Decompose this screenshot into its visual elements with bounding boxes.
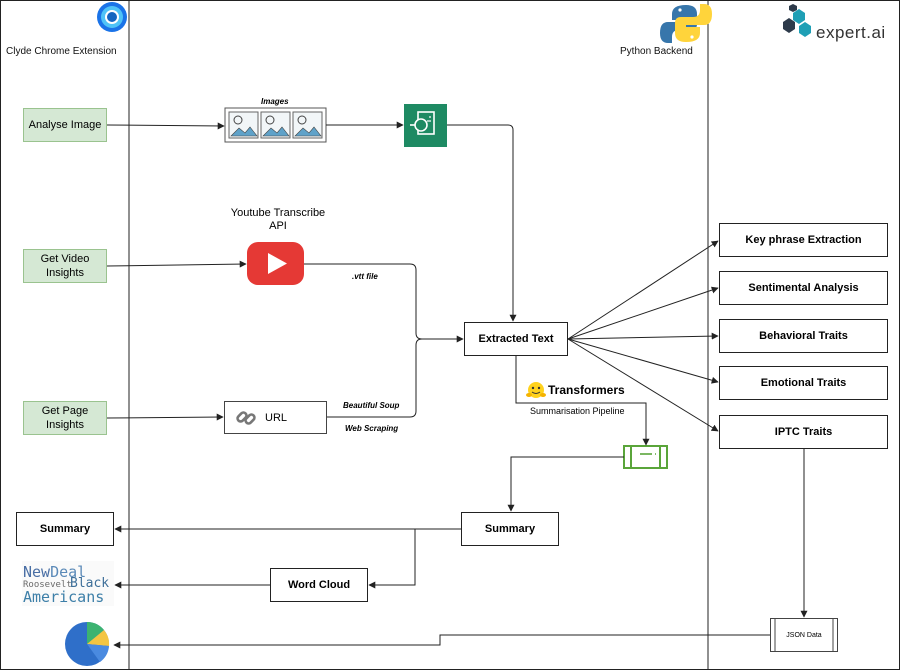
trait-key-phrase-label: Key phrase Extraction [745,234,862,246]
trait-iptc: IPTC Traits [719,415,888,449]
link-icon [236,410,256,425]
word-cloud-label: Word Cloud [287,579,351,591]
extracted-text-label: Extracted Text [478,333,554,345]
summary-extension-node: Summary [16,512,114,546]
chrome-icon [97,2,127,32]
json-data-label: JSON Data [786,631,822,639]
word-cloud-word-deal: Deal [50,563,87,581]
arrow-to-emotional [567,338,719,384]
get-video-insights-button[interactable]: Get Video Insights [23,249,107,283]
word-cloud-word-roosevelt: Roosevelt [23,580,72,590]
beautiful-soup-label: Beautiful Soup [343,401,400,410]
web-scraping-label: Web Scraping [345,424,399,433]
word-cloud-word-new: New [23,563,51,581]
trait-sentimental: Sentimental Analysis [719,271,888,305]
images-icon [224,107,327,143]
url-label: URL [265,411,288,424]
lane-title-python-backend: Python Backend [620,46,693,57]
url-node: URL [224,401,327,434]
analyse-image-label: Analyse Image [28,119,102,131]
word-cloud-node: Word Cloud [270,568,368,602]
analyse-image-button[interactable]: Analyse Image [23,108,107,142]
word-cloud-word-black: Black [70,576,110,591]
hugging-face-icon [526,382,546,398]
arrow-video-to-youtube [106,260,247,268]
trait-emotional: Emotional Traits [719,366,888,400]
arrow-to-iptc [567,338,719,432]
summary-backend-label: Summary [484,523,536,535]
lane-title-chrome-extension: Clyde Chrome Extension [6,46,117,57]
python-icon [660,4,712,43]
arrow-pipeline-to-summary [507,456,624,512]
arrow-to-key-phrase [567,240,719,340]
summary-backend-node: Summary [461,512,559,546]
get-page-insights-label: Get Page Insights [41,405,89,431]
arrow-summary-to-word-cloud [368,529,416,589]
summarisation-pipeline-label: Summarisation Pipeline [530,406,625,416]
trait-iptc-label: IPTC Traits [774,426,833,438]
json-data-node: JSON Data [770,618,838,652]
pie-chart-icon [65,622,110,666]
expert-ai-logo-icon [783,4,811,37]
arrow-to-sentimental [567,286,719,340]
word-cloud-image: NewDeal Roosevelt Black Americans [22,561,114,606]
vtt-file-label: .vtt file [352,272,378,281]
get-page-insights-button[interactable]: Get Page Insights [23,401,107,435]
word-cloud-word-americans: Americans [23,588,105,606]
trait-key-phrase: Key phrase Extraction [719,223,888,257]
extracted-text-node: Extracted Text [464,322,568,356]
trait-emotional-label: Emotional Traits [760,377,847,389]
arrow-analyse-to-images [106,122,225,130]
arrow-page-to-url [106,413,224,421]
summary-extension-label: Summary [39,523,91,535]
expert-ai-logo-text: expert.ai [816,23,886,42]
arrow-json-to-pie [113,634,770,649]
transformers-label: Transformers [548,383,625,397]
arrow-url-to-merge [327,338,423,418]
arrow-textract-to-extracted [447,124,517,322]
trait-behavioral: Behavioral Traits [719,319,888,353]
youtube-icon [247,242,304,285]
trait-sentimental-label: Sentimental Analysis [748,282,859,294]
arrow-extracted-to-pipeline [515,356,650,446]
images-label: Images [261,97,289,106]
textract-icon [404,104,447,147]
arrow-youtube-to-merge [304,263,464,343]
trait-behavioral-label: Behavioral Traits [759,330,848,342]
get-video-insights-label: Get Video Insights [40,253,90,279]
pipeline-icon [623,445,668,469]
youtube-api-label: Youtube Transcribe API [230,207,326,232]
arrow-to-behavioral [567,332,719,340]
